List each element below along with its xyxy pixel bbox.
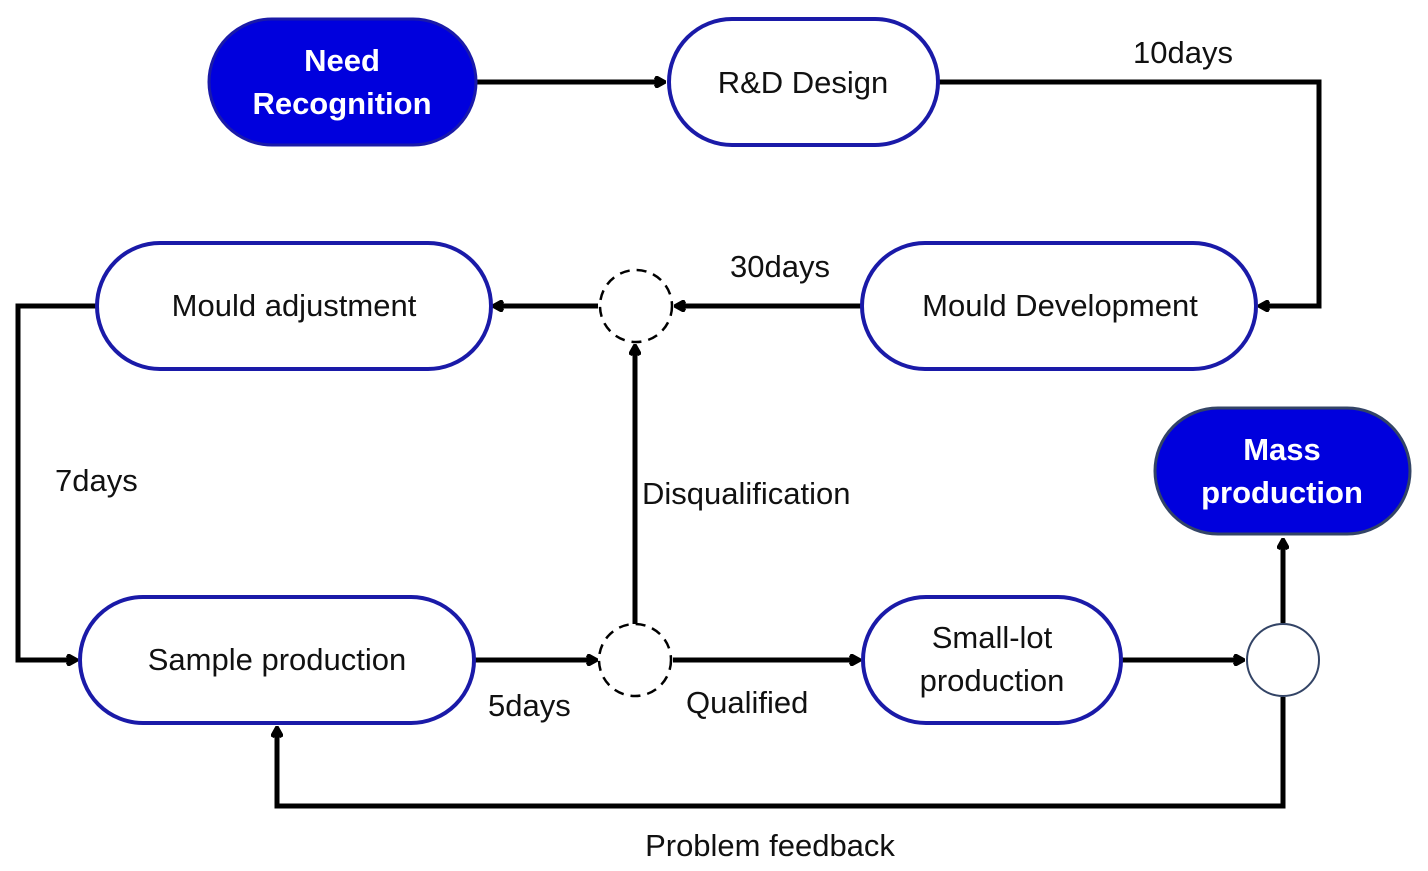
connectors <box>15 79 1322 809</box>
node-rd-design: R&D Design <box>667 17 940 147</box>
edge-label-problem-feedback: Problem feedback <box>645 828 895 863</box>
node-small-lot-production: Small-lot production <box>861 595 1123 725</box>
node-sample-production-label: Sample production <box>148 642 407 677</box>
edge-label-10days: 10days <box>1133 35 1233 70</box>
edge-label-30days: 30days <box>730 249 830 284</box>
node-small-lot-line2: production <box>920 663 1065 698</box>
arrow-problem-feedback <box>277 697 1286 809</box>
node-small-lot-line1: Small-lot <box>932 620 1053 655</box>
gateway-decision-bottom <box>597 622 673 698</box>
node-need-recognition: Need Recognition <box>207 17 478 147</box>
node-mass-production: Mass production <box>1153 406 1412 536</box>
node-rd-design-label: R&D Design <box>718 65 889 100</box>
node-mould-adjustment-label: Mould adjustment <box>172 288 417 323</box>
edge-label-7days: 7days <box>55 463 138 498</box>
edge-label-qualified: Qualified <box>686 685 808 720</box>
node-need-recognition-line1: Need <box>304 43 380 78</box>
gateway-merge <box>1246 623 1320 697</box>
node-need-recognition-line2: Recognition <box>252 86 431 121</box>
edge-label-5days: 5days <box>488 688 571 723</box>
arrow-mould-adjustment-to-sample <box>15 303 97 660</box>
gateway-decision-top <box>598 268 674 344</box>
arrow-rd-to-mould-development <box>938 79 1322 306</box>
node-mould-development-label: Mould Development <box>922 288 1198 323</box>
node-mass-production-line2: production <box>1201 475 1363 510</box>
node-mould-adjustment: Mould adjustment <box>95 241 493 371</box>
edge-label-disqualification: Disqualification <box>642 476 851 511</box>
node-sample-production: Sample production <box>78 595 476 725</box>
node-mould-development: Mould Development <box>860 241 1258 371</box>
node-mass-production-line1: Mass <box>1243 432 1321 467</box>
